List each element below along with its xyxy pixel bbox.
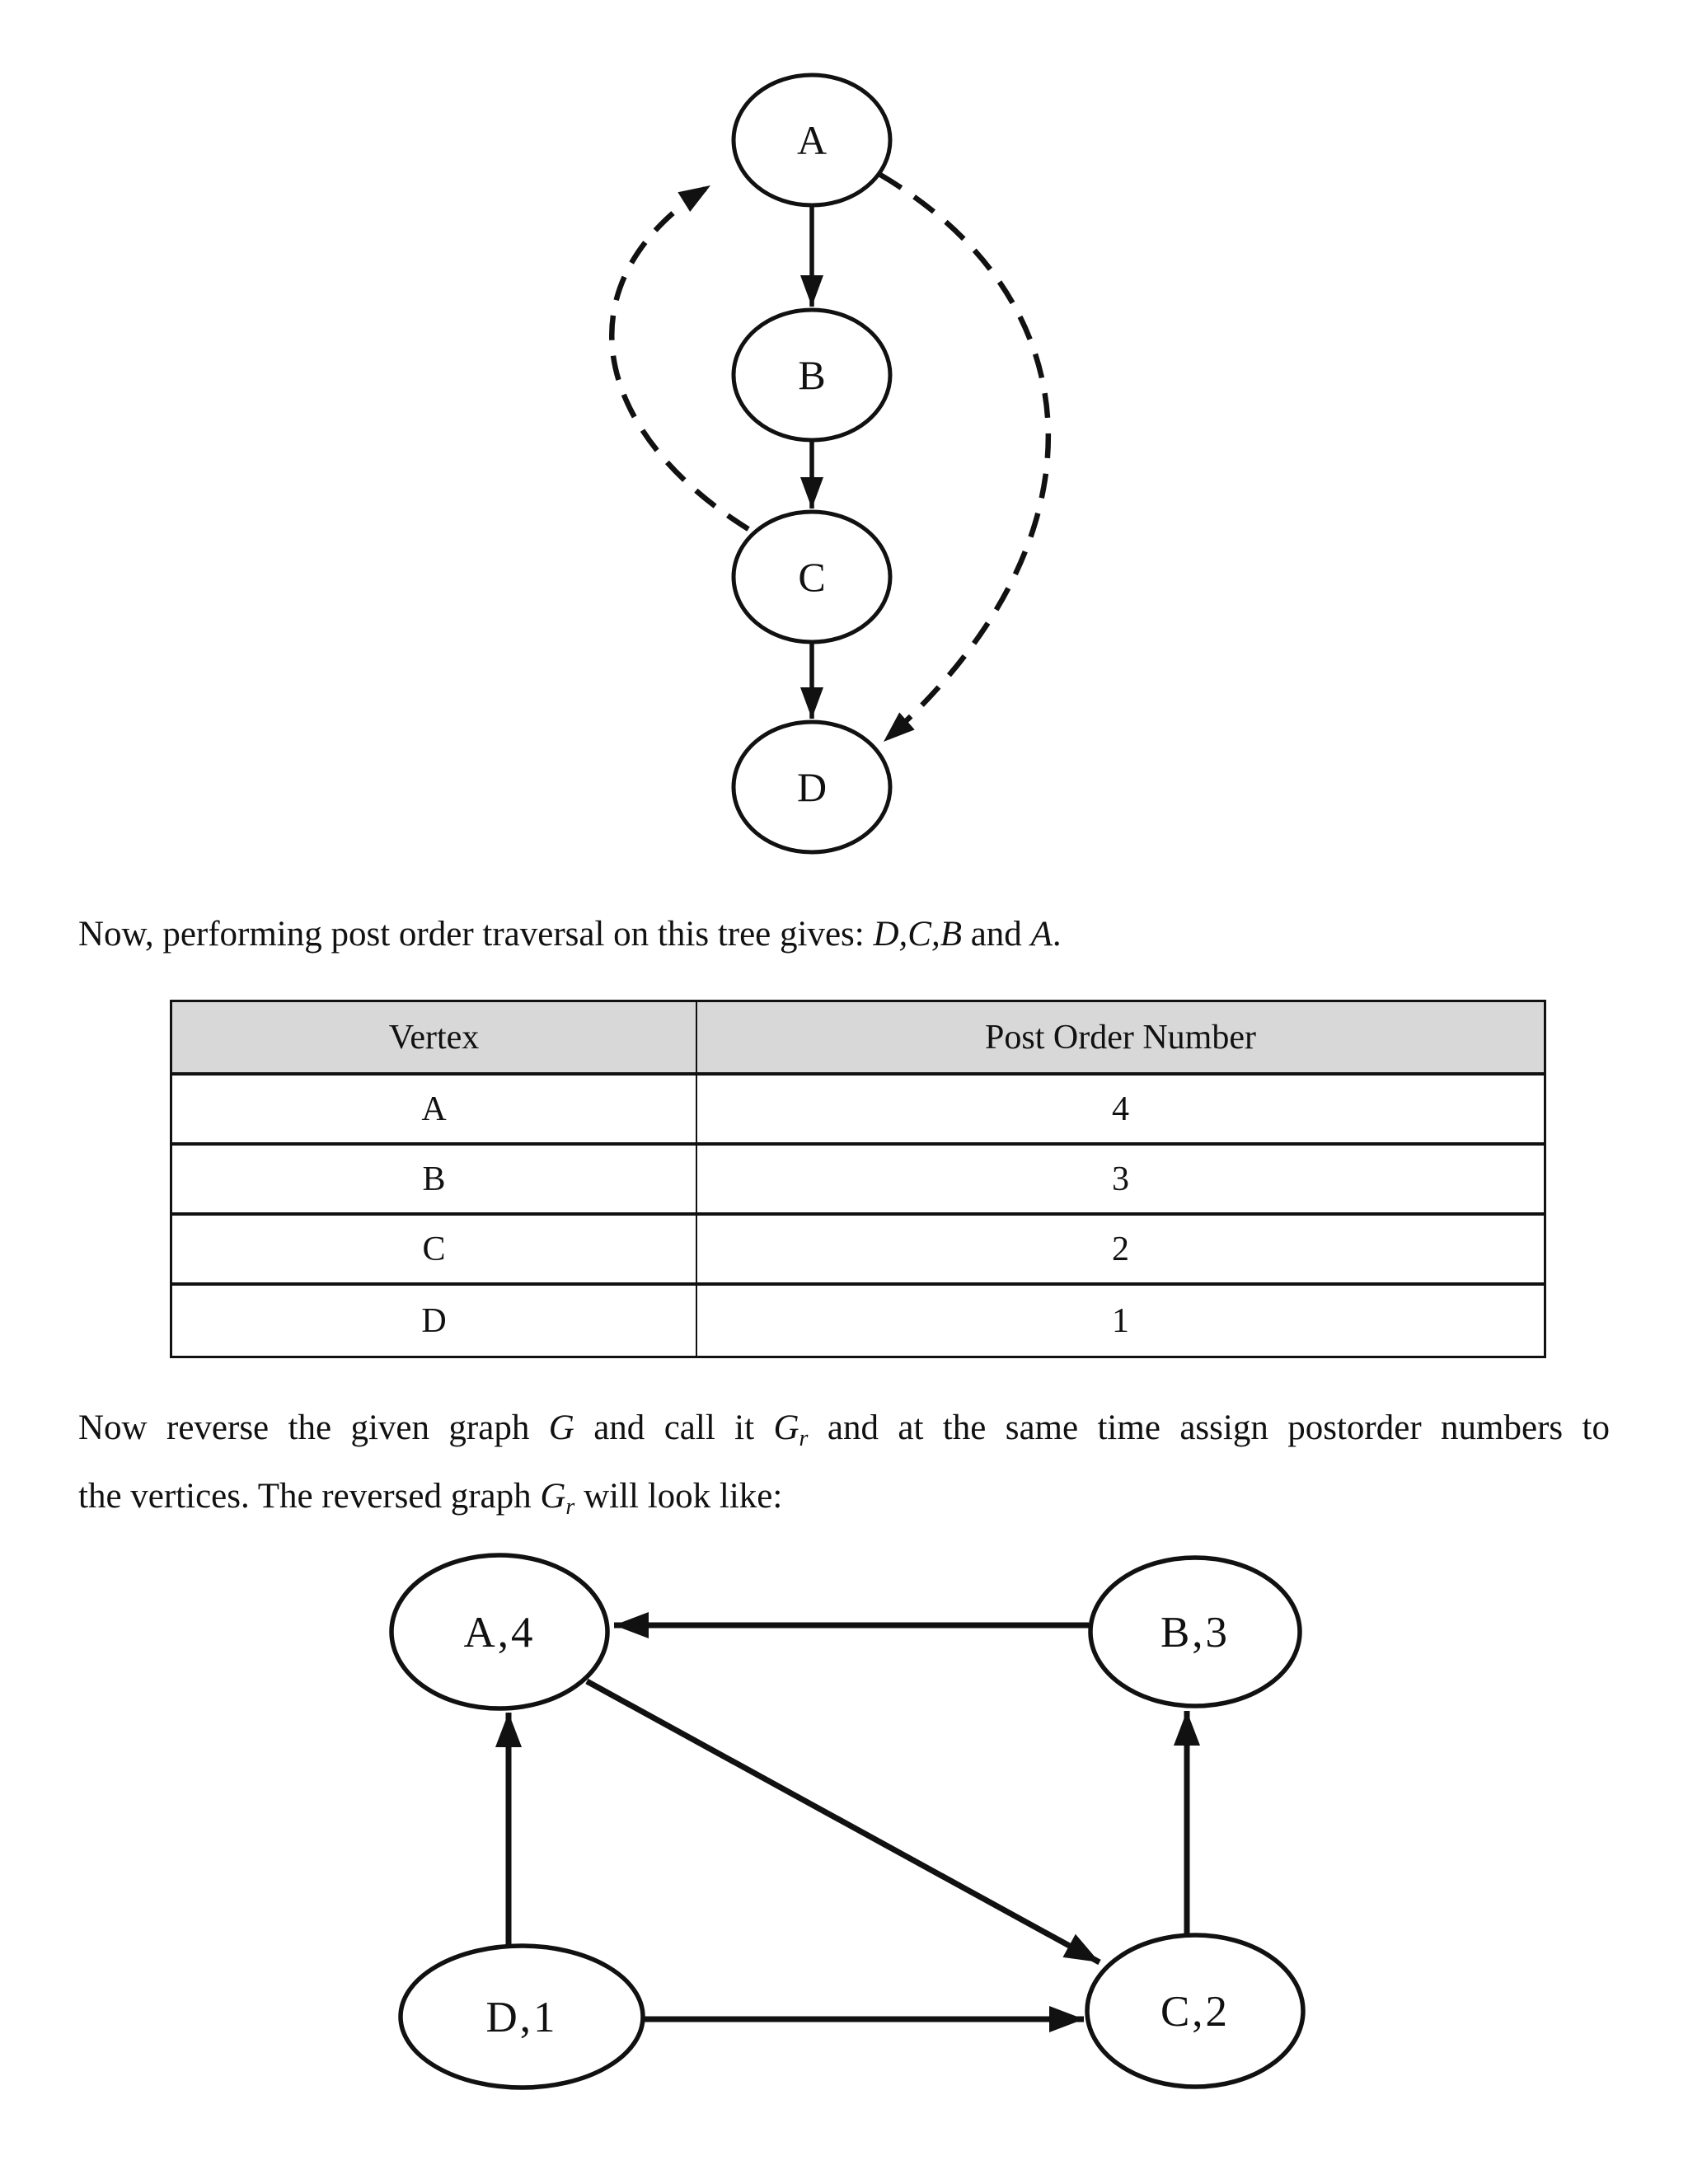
tree-node-A-circle <box>731 73 893 208</box>
tree-node-B-label: B <box>798 352 825 398</box>
table-cell-number: 3 <box>1112 1160 1129 1198</box>
reversed-node-A4-label: A,4 <box>463 1609 535 1657</box>
reversed-node-D1-circle <box>398 1943 645 2090</box>
table-header-postorder-number: Post Order Number <box>985 1018 1256 1057</box>
tree-node-C-circle <box>731 509 893 644</box>
graph-gr-symbol: G <box>540 1477 566 1516</box>
table-header-vertex: Vertex <box>172 1002 697 1072</box>
reversed-node-D1: D,1 <box>398 1943 645 2090</box>
reverse-graph-paragraph: Now reverse the given graph G and call i… <box>78 1399 1610 1536</box>
paragraph-text: the vertices. The reversed graph <box>78 1477 541 1516</box>
tree-node-A-label: A <box>797 117 827 163</box>
postorder-sentence-prefix: Now, performing post order traversal on … <box>78 915 874 954</box>
table-cell-number: 1 <box>1112 1301 1129 1340</box>
tree-node-B-circle <box>731 307 893 443</box>
reversed-node-A4: A,4 <box>389 1553 610 1711</box>
postorder-sentence: Now, performing post order traversal on … <box>78 913 1611 956</box>
reversed-node-D1-label: D,1 <box>485 1994 557 2041</box>
table-row: C 2 <box>172 1216 1544 1286</box>
dashed-edge-C-to-A <box>609 183 750 532</box>
tree-node-C: C <box>731 509 893 644</box>
tree-node-D-label: D <box>797 764 827 810</box>
paragraph-line-1: Now reverse the given graph G and call i… <box>78 1399 1610 1468</box>
paragraph-text: and call it <box>574 1408 774 1447</box>
table-row: B 3 <box>172 1146 1544 1216</box>
postorder-sequence: D,C,B <box>873 915 962 954</box>
postorder-period: . <box>1052 915 1062 954</box>
gr-subscript: r <box>799 1426 809 1451</box>
table-cell-number: 2 <box>1112 1230 1129 1268</box>
tree-node-B: B <box>731 307 893 443</box>
table-row: A 4 <box>172 1076 1544 1146</box>
reversed-node-A4-circle <box>389 1553 610 1711</box>
reversed-node-B3-label: B,3 <box>1160 1609 1230 1657</box>
gr-subscript: r <box>565 1494 575 1520</box>
paragraph-text: and at the same time assign postorder nu… <box>808 1408 1610 1447</box>
tree-graph-diagram: A B C D <box>609 73 1051 855</box>
graph-g-symbol: G <box>548 1408 574 1447</box>
reversed-node-B3-circle <box>1088 1555 1302 1708</box>
reversed-node-C2-circle <box>1085 1933 1306 2089</box>
table-cell-number: 4 <box>1112 1090 1129 1128</box>
reversed-node-B3: B,3 <box>1088 1555 1302 1708</box>
postorder-conjunction: and <box>961 915 1031 954</box>
postorder-last-vertex: A <box>1030 915 1053 954</box>
table-header-row: Vertex Post Order Number <box>172 1002 1544 1076</box>
reversed-graph-diagram: A,4 B,3 D,1 C,2 <box>389 1553 1306 2090</box>
graph-gr-symbol: G <box>773 1408 799 1447</box>
table-cell-vertex: D <box>172 1286 697 1356</box>
tree-node-A: A <box>731 73 893 208</box>
tree-node-C-label: C <box>798 554 825 600</box>
dashed-edge-A-to-D <box>879 172 1051 744</box>
table-cell-vertex: B <box>172 1146 697 1212</box>
table-row: D 1 <box>172 1286 1544 1356</box>
edge-A-to-C <box>585 1678 1101 1966</box>
table-cell-vertex: C <box>172 1216 697 1282</box>
paragraph-text: Now reverse the given graph <box>78 1408 549 1447</box>
table-cell-vertex: A <box>172 1076 697 1142</box>
postorder-table: Vertex Post Order Number A 4 B 3 C 2 D 1 <box>170 1000 1546 1358</box>
reversed-node-C2-label: C,2 <box>1160 1988 1230 2036</box>
reversed-node-C2: C,2 <box>1085 1933 1306 2089</box>
tree-node-D-circle <box>731 719 893 855</box>
paragraph-text: will look like: <box>574 1477 783 1516</box>
paragraph-line-2: the vertices. The reversed graph Gr will… <box>78 1468 1610 1536</box>
tree-node-D: D <box>731 719 893 855</box>
